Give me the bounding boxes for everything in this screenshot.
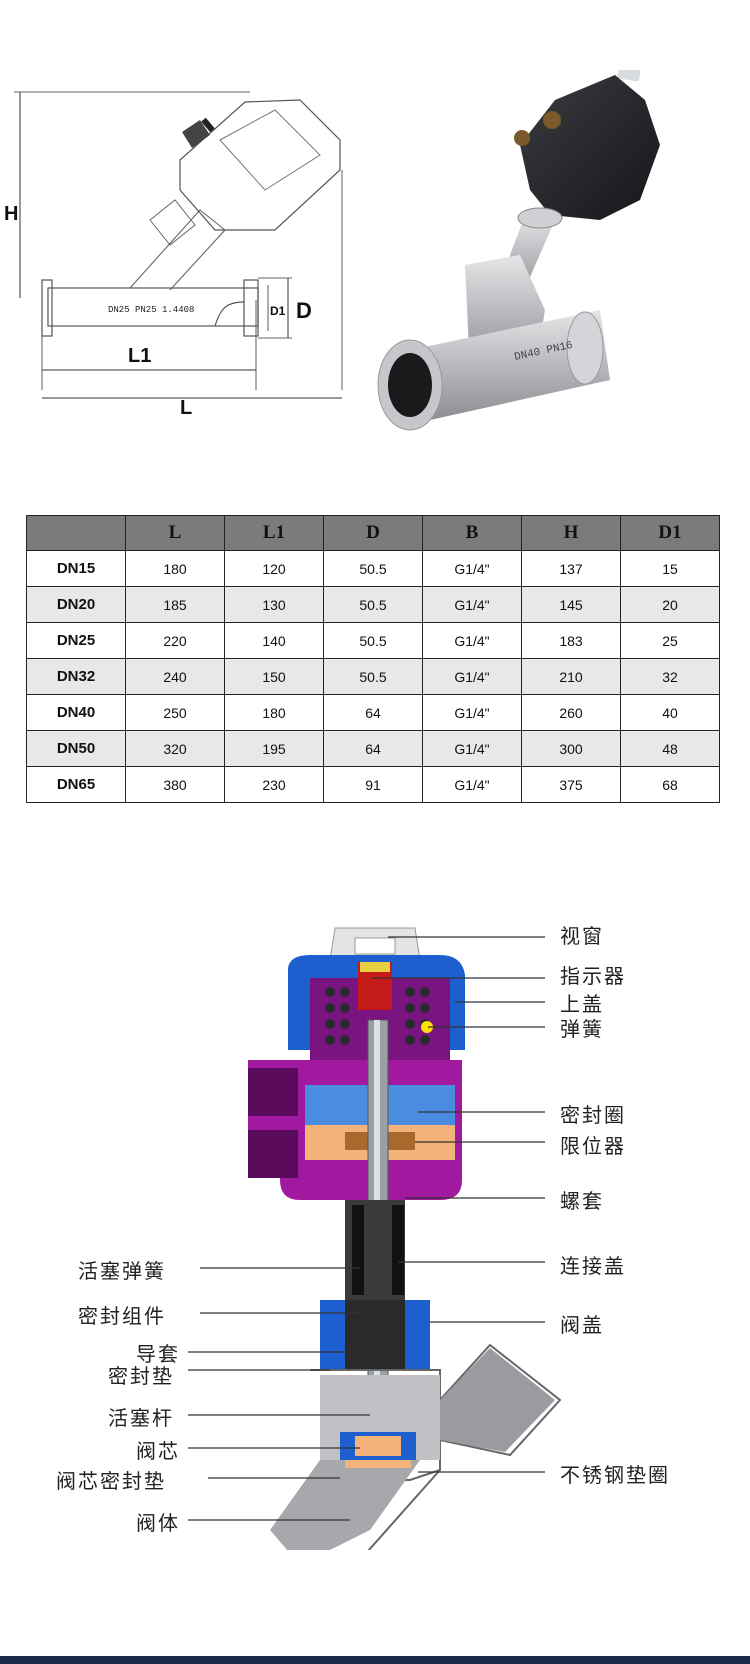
drawing-body-marking: DN25 PN25 1.4408 [108, 305, 194, 315]
table-cell: 320 [125, 730, 225, 767]
label-piston-spring: 活塞弹簧 [78, 1259, 166, 1283]
table-cell: 25 [620, 622, 720, 659]
table-cell: 20 [620, 586, 720, 623]
label-guide-sleeve: 导套 [136, 1342, 180, 1366]
label-steel-washer: 不锈钢垫圈 [560, 1463, 670, 1487]
dim-label-d1: D1 [270, 304, 286, 318]
table-cell: 137 [521, 550, 621, 587]
table-cell: G1/4" [422, 730, 522, 767]
row-size-label: DN15 [26, 550, 126, 587]
dimension-drawing: DN25 PN25 1.4408 H L1 L D1 D [4, 91, 343, 419]
table-cell: 150 [224, 658, 324, 695]
label-bonnet: 阀盖 [560, 1313, 604, 1337]
spec-header-0 [26, 515, 126, 551]
row-size-label: DN32 [26, 658, 126, 695]
table-cell: 15 [620, 550, 720, 587]
table-cell: 185 [125, 586, 225, 623]
spec-header-2: L1 [224, 515, 324, 551]
dim-label-d: D [296, 298, 312, 323]
table-cell: 91 [323, 766, 423, 803]
bottom-bar [0, 1656, 750, 1664]
table-cell: 68 [620, 766, 720, 803]
spec-header-3: D [323, 515, 423, 551]
label-limiter: 限位器 [560, 1134, 626, 1158]
table-cell: 183 [521, 622, 621, 659]
table-cell: 240 [125, 658, 225, 695]
label-piston-rod: 活塞杆 [108, 1406, 174, 1430]
table-cell: 50.5 [323, 586, 423, 623]
table-cell: 195 [224, 730, 324, 767]
table-cell: 64 [323, 730, 423, 767]
table-cell: 230 [224, 766, 324, 803]
cutaway-diagram [188, 927, 562, 1550]
table-cell: 140 [224, 622, 324, 659]
table-cell: 40 [620, 694, 720, 731]
table-cell: 50.5 [323, 658, 423, 695]
row-size-label: DN20 [26, 586, 126, 623]
table-cell: 120 [224, 550, 324, 587]
table-cell: 300 [521, 730, 621, 767]
dim-label-l1: L1 [128, 345, 151, 367]
row-size-label: DN65 [26, 766, 126, 803]
table-cell: 210 [521, 658, 621, 695]
label-seal-assembly: 密封组件 [78, 1304, 166, 1328]
row-size-label: DN25 [26, 622, 126, 659]
table-cell: 380 [125, 766, 225, 803]
table-cell: 375 [521, 766, 621, 803]
label-connection-cover: 连接盖 [560, 1254, 626, 1278]
dim-label-l: L [180, 397, 192, 419]
table-cell: G1/4" [422, 766, 522, 803]
spec-header-6: D1 [620, 515, 720, 551]
label-core-seal: 阀芯密封垫 [56, 1469, 166, 1493]
label-gasket: 密封垫 [108, 1364, 174, 1388]
table-cell: 50.5 [323, 550, 423, 587]
spec-header-1: L [125, 515, 225, 551]
table-cell: G1/4" [422, 658, 522, 695]
table-cell: 64 [323, 694, 423, 731]
label-top-cover: 上盖 [560, 992, 604, 1016]
table-cell: G1/4" [422, 586, 522, 623]
table-cell: 32 [620, 658, 720, 695]
row-size-label: DN40 [26, 694, 126, 731]
label-indicator: 指示器 [560, 964, 626, 988]
label-valve-body: 阀体 [136, 1511, 180, 1535]
table-cell: 130 [224, 586, 324, 623]
table-cell: G1/4" [422, 694, 522, 731]
table-cell: 180 [125, 550, 225, 587]
dim-label-h: H [4, 203, 18, 225]
label-seal-ring: 密封圈 [560, 1103, 626, 1127]
table-cell: 145 [521, 586, 621, 623]
row-size-label: DN50 [26, 730, 126, 767]
label-sight-window: 视窗 [560, 924, 604, 948]
label-valve-core: 阀芯 [136, 1439, 180, 1463]
table-cell: 180 [224, 694, 324, 731]
valve-photo: DN40 PN16 [377, 70, 660, 431]
table-cell: 260 [521, 694, 621, 731]
spec-header-5: H [521, 515, 621, 551]
table-cell: 220 [125, 622, 225, 659]
table-cell: G1/4" [422, 550, 522, 587]
label-screw-sleeve: 螺套 [560, 1189, 604, 1213]
table-cell: G1/4" [422, 622, 522, 659]
spec-header-4: B [422, 515, 522, 551]
table-cell: 50.5 [323, 622, 423, 659]
table-cell: 48 [620, 730, 720, 767]
label-spring: 弹簧 [560, 1017, 604, 1041]
table-cell: 250 [125, 694, 225, 731]
